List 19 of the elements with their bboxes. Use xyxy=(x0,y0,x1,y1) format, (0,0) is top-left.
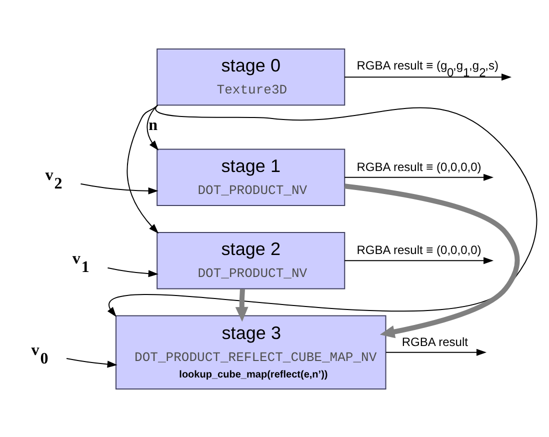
arrow xyxy=(107,104,537,316)
arrow xyxy=(66,357,118,368)
arrow xyxy=(80,182,158,194)
node-box: stage 2 DOT_PRODUCT_NV xyxy=(156,232,346,289)
arrow xyxy=(344,73,512,80)
arrow xyxy=(344,183,520,338)
arrow xyxy=(344,173,494,180)
arrow xyxy=(235,288,248,322)
node-box: stage 3 DOT_PRODUCT_REFLECT_CUBE_MAP_NV lookup_cube_map(reflect(e,n’)) xyxy=(115,314,386,389)
arrow xyxy=(344,256,494,264)
arrow xyxy=(126,104,159,234)
arrow xyxy=(386,348,487,356)
edge-label: RGBA result xyxy=(402,334,468,348)
node-box: stage 0 Texture3D xyxy=(156,48,346,106)
node-box: stage 1 DOT_PRODUCT_NV xyxy=(156,148,346,206)
edge-label: n xyxy=(148,116,158,134)
arrow xyxy=(108,266,158,277)
edge-label: RGBA result ≡ (0,0,0,0) xyxy=(356,159,482,174)
edge-label: RGBA result ≡ (0,0,0,0) xyxy=(356,242,482,257)
